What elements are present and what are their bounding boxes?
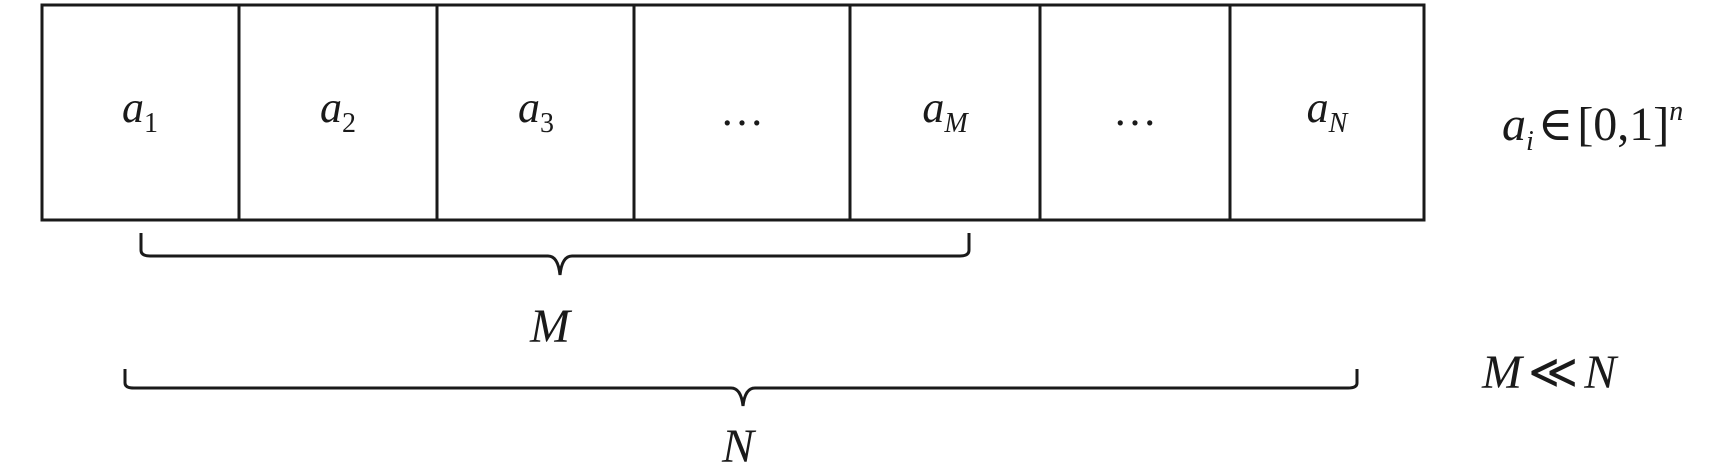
relation-right: N <box>1583 346 1619 399</box>
cell-strip-frame <box>40 3 1426 222</box>
relation-op: ≪ <box>1528 346 1578 399</box>
cell-a1-base: a <box>122 83 144 132</box>
domain-sup: n <box>1669 96 1683 127</box>
cell-a1: a1 <box>122 83 158 139</box>
domain-sub: i <box>1526 126 1534 157</box>
cell-aN: aN <box>1307 83 1349 139</box>
cell-a3-base: a <box>518 83 540 132</box>
cell-ellipsis-2: … <box>1113 86 1157 135</box>
cell-a2-base: a <box>320 83 342 132</box>
total-brace-label: N <box>721 420 757 473</box>
cell-aM-base: a <box>922 83 944 132</box>
cell-a3: a3 <box>518 83 554 139</box>
cell-aM: aM <box>922 83 969 139</box>
cell-aN-sub: N <box>1328 108 1349 139</box>
cell-a2: a2 <box>320 83 356 139</box>
relation-left: M <box>1481 346 1525 399</box>
cell-aM-sub: M <box>943 108 969 139</box>
cell-a3-sub: 3 <box>540 108 554 139</box>
subset-brace <box>139 233 971 276</box>
subset-brace-label: M <box>529 300 573 353</box>
cell-labels: a1 a2 a3 … aM … aN <box>122 83 1349 139</box>
cell-ellipsis-1: … <box>720 86 764 135</box>
domain-set: [0,1] <box>1577 98 1669 151</box>
relation-annotation: M≪N <box>1481 346 1619 399</box>
domain-base: a <box>1502 98 1526 151</box>
cell-dividers <box>237 5 1232 220</box>
domain-rel: ∈ <box>1538 98 1574 151</box>
cell-a1-sub: 1 <box>144 108 158 139</box>
domain-annotation: ai∈[0,1]n <box>1502 96 1683 157</box>
cell-aN-base: a <box>1307 83 1329 132</box>
cell-a2-sub: 2 <box>342 108 356 139</box>
total-brace <box>123 369 1359 407</box>
